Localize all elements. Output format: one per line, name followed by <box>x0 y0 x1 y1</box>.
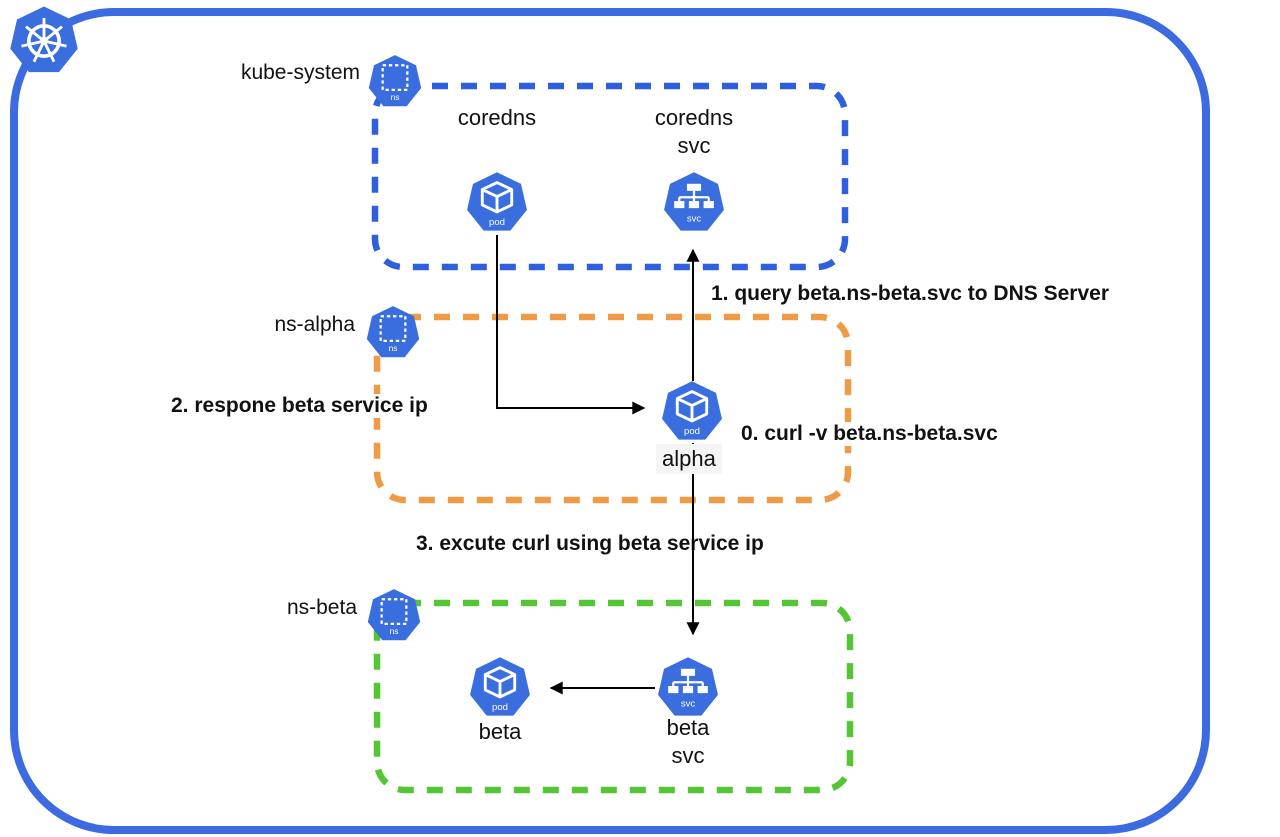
beta-pod-icon: pod <box>470 657 530 716</box>
ns-alpha-box <box>373 313 852 504</box>
svg-text:ns: ns <box>390 626 399 636</box>
svg-text:svc: svc <box>687 214 702 225</box>
ns-alpha-label: ns-alpha <box>274 313 355 336</box>
beta-svc-label: beta svc <box>638 714 738 770</box>
svg-text:ns: ns <box>389 343 398 353</box>
beta-svc-label-line2: svc <box>671 743 705 768</box>
step-3-label: 3. excute curl using beta service ip <box>413 532 767 556</box>
ns-beta-box <box>373 599 854 794</box>
ns-beta-label: ns-beta <box>286 596 357 619</box>
kube-system-label: kube-system <box>240 61 360 84</box>
beta-pod-label: beta <box>478 719 522 744</box>
ns-beta-ns-icon: ns <box>367 589 421 641</box>
coredns-svc-icon: svc <box>664 172 724 231</box>
coredns-svc-label-line1: coredns <box>654 105 734 130</box>
alpha-pod-label: alpha <box>656 444 722 474</box>
svg-text:pod: pod <box>489 217 505 228</box>
svg-text:pod: pod <box>684 426 700 437</box>
coredns-svc-label-line2: svc <box>677 133 711 158</box>
kube-system-ns-icon: ns <box>368 55 422 107</box>
step-1-label: 1. query beta.ns-beta.svc to DNS Server <box>708 282 1112 306</box>
arrow-coredns-to-alpha <box>496 235 646 415</box>
svg-text:ns: ns <box>391 92 400 102</box>
step-2-label: 2. respone beta service ip <box>168 394 431 418</box>
coredns-pod-icon: pod <box>467 172 527 231</box>
coredns-svc-label: coredns svc <box>624 104 764 160</box>
coredns-pod-label: coredns <box>457 105 537 130</box>
beta-svc-icon: svc <box>658 657 718 716</box>
svg-text:svc: svc <box>681 699 696 710</box>
ns-alpha-ns-icon: ns <box>366 306 420 358</box>
step-0-label: 0. curl -v beta.ns-beta.svc <box>738 422 1001 446</box>
svg-text:pod: pod <box>492 702 508 713</box>
beta-svc-label-line1: beta <box>666 715 710 740</box>
kubernetes-logo-icon <box>10 6 78 73</box>
alpha-pod-icon: pod <box>662 381 722 440</box>
